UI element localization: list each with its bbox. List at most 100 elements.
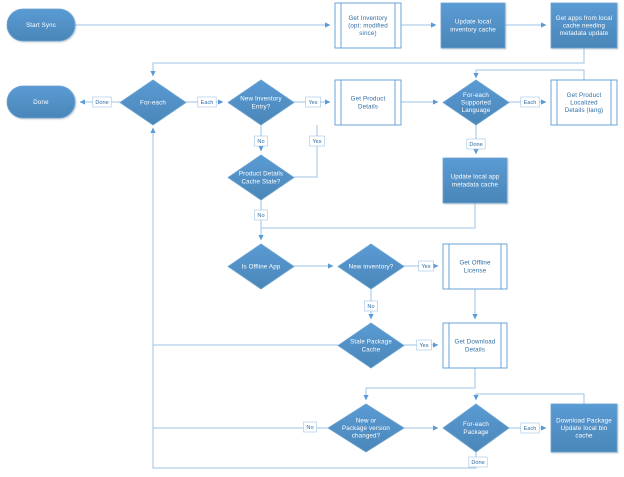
edge-label-lbl_no_newinv2: No — [364, 300, 378, 312]
edge-label-box — [466, 138, 486, 150]
process-shape — [442, 157, 508, 204]
predefined-process-shape — [442, 243, 508, 290]
decision-shape — [227, 154, 295, 201]
edge-label-lbl_yes_stale: Yes — [309, 135, 325, 147]
edge-label-box — [468, 456, 488, 468]
edge-label-box — [520, 96, 540, 108]
edge-label-text: Done — [469, 142, 482, 148]
process-shape — [440, 2, 506, 49]
flow-node-is_offline_app[interactable]: Is Offline App — [227, 243, 295, 290]
edge-label-box — [254, 209, 268, 221]
edge-label-text: Each — [201, 100, 214, 106]
edge-label-box — [197, 96, 217, 108]
edge-label-text: Yes — [421, 264, 430, 270]
edge-label-box — [303, 421, 317, 433]
decision-shape — [337, 243, 405, 290]
edge-label-box — [520, 422, 540, 434]
edge-label-text: Yes — [419, 343, 428, 349]
terminator-shape — [6, 8, 76, 42]
edge-label-text: No — [257, 139, 264, 145]
predefined-process-shape — [550, 79, 618, 126]
connector — [363, 368, 476, 401]
decision-shape — [442, 403, 510, 453]
flow-node-done[interactable]: Done — [6, 85, 76, 119]
edge-label-text: Yes — [312, 139, 321, 145]
edge-label-lbl_done_pkg: Done — [468, 456, 488, 468]
predefined-process-shape — [334, 79, 402, 126]
connector — [261, 203, 476, 229]
edge-label-box — [305, 96, 321, 108]
node-label: Is Offline App — [242, 263, 281, 270]
edge-label-box — [92, 96, 112, 108]
edge-label-text: Yes — [308, 100, 317, 106]
edge-label-box — [254, 135, 268, 147]
node-label: New inventory? — [349, 263, 394, 270]
connector — [294, 125, 318, 178]
flow-node-start_sync[interactable]: Start Sync — [6, 8, 76, 42]
edge-label-text: Each — [524, 100, 537, 106]
edge-label-lbl_no_stalepkg: No — [303, 421, 317, 433]
decision-shape — [327, 403, 405, 453]
edge-label-text: No — [306, 425, 313, 431]
edge-label-lbl_yes_newinv2: Yes — [418, 260, 434, 272]
edge-label-box — [416, 339, 432, 351]
flow-node-new_inventory_q[interactable]: New inventory? — [337, 243, 405, 290]
edge-label-lbl_no_newinv: No — [254, 135, 268, 147]
terminator-shape — [6, 85, 76, 119]
predefined-process-shape — [334, 2, 402, 49]
node-label: Done — [33, 99, 49, 106]
flow-node-for_each[interactable]: For-each — [119, 79, 187, 126]
decision-shape — [227, 243, 295, 290]
decision-shape — [119, 79, 187, 126]
edge-label-lbl_no_cachestale: No — [254, 209, 268, 221]
decision-shape — [442, 79, 510, 126]
decision-shape — [337, 322, 405, 369]
edge-label-lbl_done_foreach: Done — [92, 96, 112, 108]
connector — [150, 48, 585, 77]
decision-shape — [227, 79, 295, 126]
edge-label-text: No — [257, 213, 264, 219]
edge-label-box — [309, 135, 325, 147]
node-label: Start Sync — [26, 22, 56, 29]
process-shape — [550, 2, 618, 49]
edge-label-text: Done — [95, 100, 108, 106]
edge-label-lbl_done_lang: Done — [466, 138, 486, 150]
predefined-process-shape — [442, 322, 508, 369]
process-shape — [550, 403, 618, 453]
node-label: For-each — [140, 99, 166, 106]
edge-label-lbl_yes_newinv: Yes — [305, 96, 321, 108]
edge-label-text: Each — [524, 426, 537, 432]
connector — [473, 69, 585, 80]
